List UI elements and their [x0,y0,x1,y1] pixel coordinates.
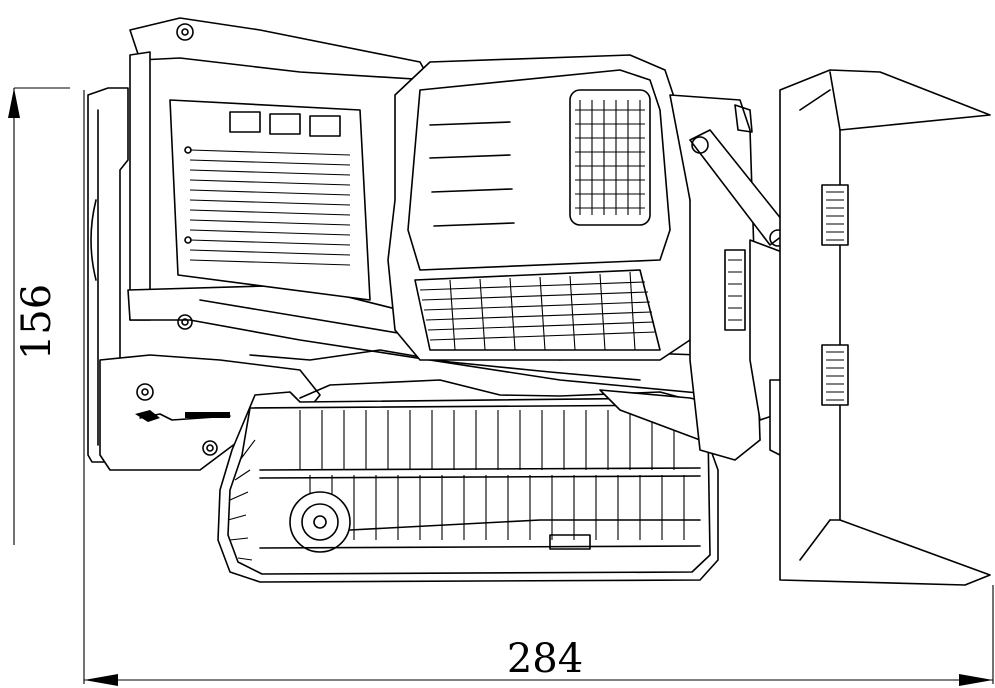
height-dimension: 156 [8,87,70,545]
drive-sprocket [289,491,351,553]
height-dimension-label: 156 [14,284,60,360]
rear-chassis [87,87,321,471]
track-assembly [217,379,719,583]
bucket [779,69,991,586]
side-grille-panel [169,99,371,301]
cab-window-grid [569,89,651,226]
engine-grille [414,269,661,351]
operator-cab [387,54,701,361]
compact-track-loader [87,17,991,586]
length-dimension: 284 [83,90,994,686]
track-grousers [227,410,701,561]
length-dimension-label: 284 [507,636,583,682]
